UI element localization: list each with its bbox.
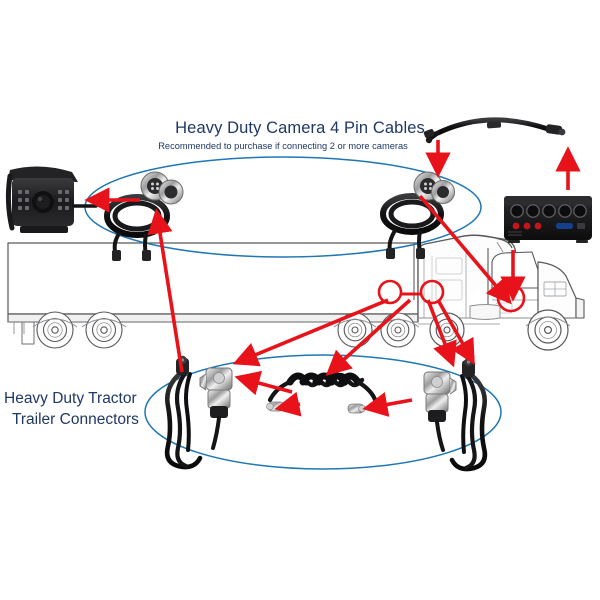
- arrow-coupling-to-right-connector: [426, 299, 457, 368]
- backup-camera: [5, 166, 98, 233]
- highlight-circle-cab: [496, 283, 526, 313]
- arrow-coupling-to-right-cable: [436, 299, 475, 366]
- ellipse-bottom-connectors: [144, 354, 502, 470]
- arrow-coupling-to-left-connector: [232, 298, 389, 367]
- 4pin-extension-cable: [423, 117, 566, 144]
- connectors-label-line2: Trailer Connectors: [12, 411, 139, 428]
- page-title: Heavy Duty Camera 4 Pin Cables: [175, 119, 425, 137]
- camera-cable-coil-right: [380, 171, 455, 259]
- tractor-trailer-connector-left: [199, 367, 233, 450]
- arrow-coupling-to-coil-cable: [325, 298, 412, 376]
- arrow-coil-to-cab: [418, 194, 512, 305]
- connectors-label-line1: Heavy Duty Tractor: [4, 390, 137, 407]
- arrow-trailer-to-coil: [147, 208, 184, 373]
- camera-extension-cable-left: [164, 355, 203, 470]
- mobile-dvr: [504, 196, 592, 243]
- connectors-label: Heavy Duty Tractor Trailer Connectors: [4, 388, 139, 430]
- arrow-to-coil-left-end: [274, 391, 302, 417]
- arrow-to-left-metal-connector: [234, 370, 293, 396]
- page-subtitle: Recommended to purchase if connecting 2 …: [158, 141, 408, 151]
- tractor-trailer-connector-right: [423, 371, 457, 452]
- highlight-circle-coupling-b: [419, 279, 445, 305]
- arrow-to-coil-right-end: [362, 392, 413, 417]
- highlight-circle-coupling-a: [377, 279, 403, 305]
